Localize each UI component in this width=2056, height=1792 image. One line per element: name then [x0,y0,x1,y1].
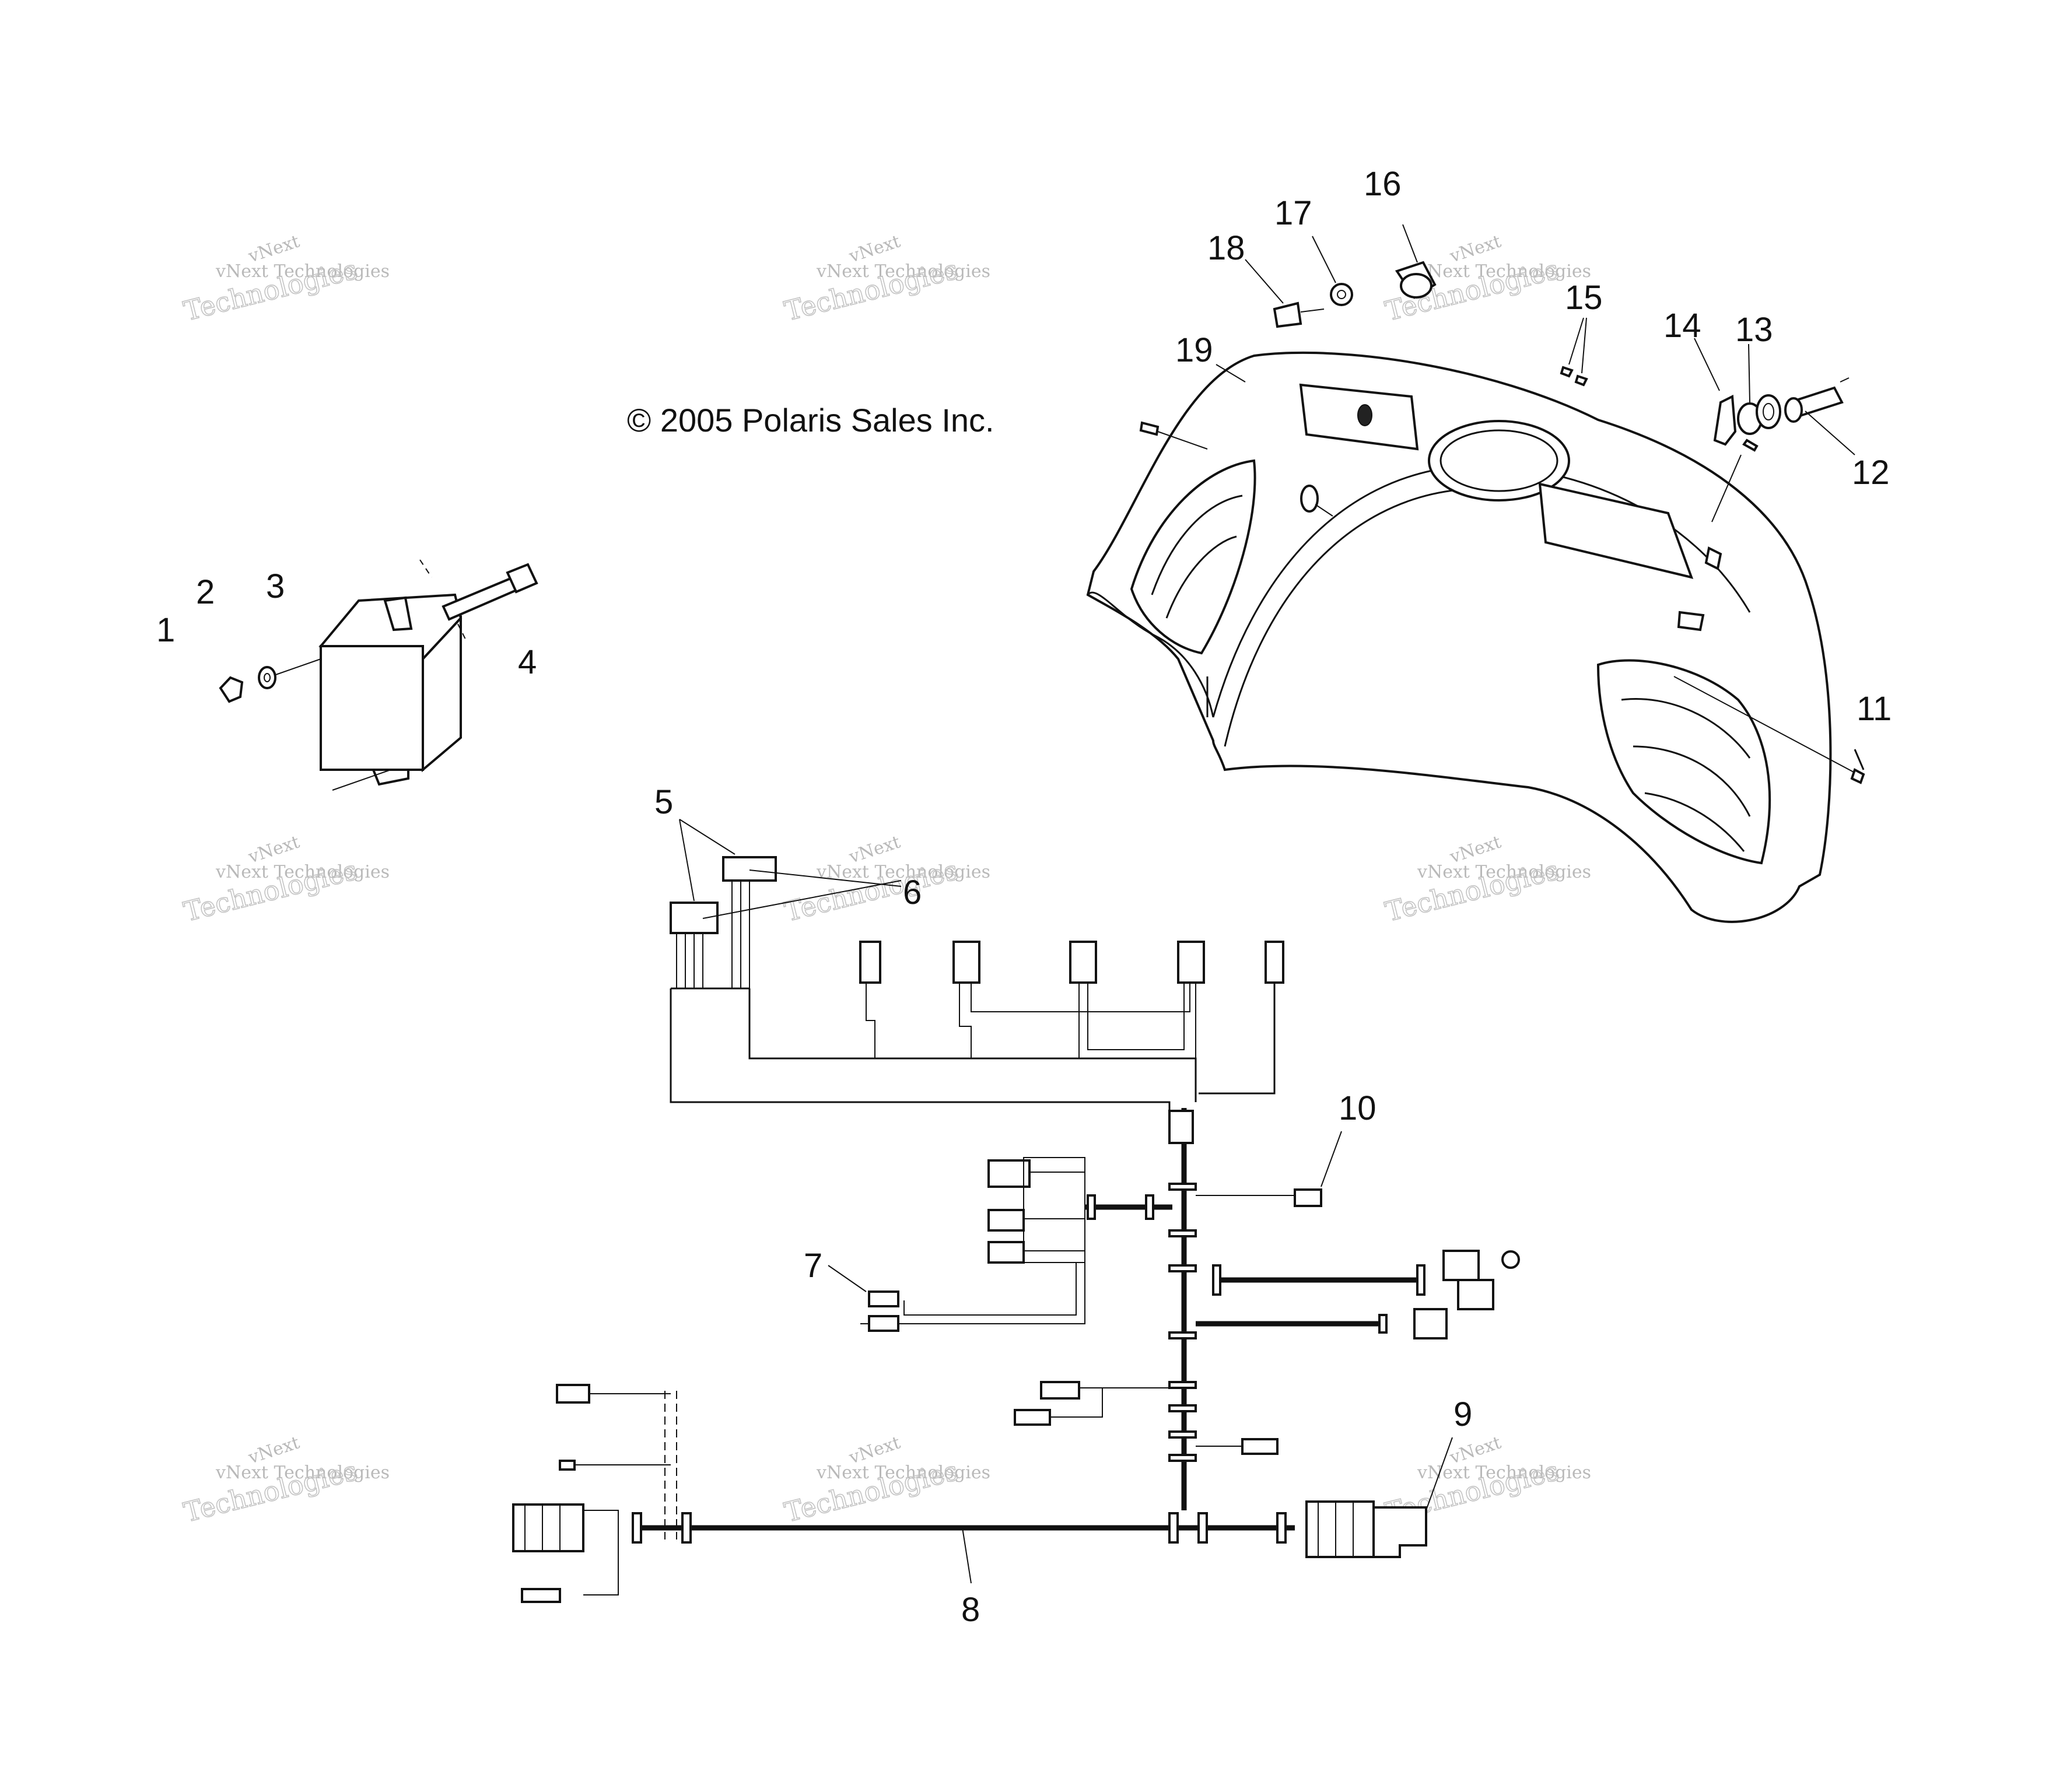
small-grommet [1300,485,1319,513]
leader-19 [1216,364,1246,383]
washer [258,666,276,689]
svg-text:vNext Technologies: vNext Technologies [816,261,990,282]
callout-4: 4 [518,643,537,681]
loom-inner-branch [748,988,1197,1102]
watermark-top-center: vNext vNext Technologies Technologies [781,232,990,328]
callout-10: 10 [1339,1089,1376,1127]
bolt-head [506,563,538,594]
switch-button [1704,546,1722,570]
watermark-mid-center: vNext vNext Technologies Technologies [781,832,990,928]
right-switch-slot [1538,482,1694,579]
relay-connector-1 [987,1159,1031,1188]
left-vent-pod [1130,459,1256,655]
top-lead-connector [556,1384,590,1404]
switch-nut [1330,283,1353,306]
module-assembly [219,559,538,791]
callout-3: 3 [266,567,285,605]
key-switch [1273,301,1302,328]
wiring-harness [512,819,1520,1603]
callout-6: 6 [903,874,922,911]
nut [219,676,244,703]
callout-15: 15 [1565,279,1603,317]
watermark-top-left: vNext vNext Technologies Technologies [180,232,390,328]
module-leader [332,769,391,791]
callout-5: 5 [654,783,673,821]
callout-1: 1 [156,611,175,649]
screw-top-left [1139,421,1160,436]
svg-text:vNext Technologies: vNext Technologies [215,862,390,882]
relay-connector-3 [987,1241,1025,1264]
bracket-tab [1677,611,1705,632]
callout-17: 17 [1274,194,1312,232]
connector-10 [1294,1188,1322,1207]
connector-right-1 [1442,1250,1480,1281]
copyright-notice: © 2005 Polaris Sales Inc. [627,402,994,439]
injector-connector-2 [952,941,980,984]
dash-panel-assembly [1086,351,1865,923]
relay-connector-2 [987,1209,1025,1232]
injector-connector-3 [1069,941,1097,984]
callout-19: 19 [1175,331,1213,369]
callout-14: 14 [1663,307,1701,345]
loom-right-branch [1199,980,1276,1095]
callout-16: 16 [1364,165,1402,203]
dash-inner-rim-2 [1224,489,1459,747]
callout-11: 11 [1857,690,1892,728]
switch-parts [1245,224,1855,522]
main-connector-left [512,1503,584,1552]
clip [1713,394,1737,446]
ring [1756,394,1781,429]
module-front-face [320,645,424,771]
watermark-bottom-left: vNext vNext Technologies Technologies [180,1433,390,1529]
callout-18: 18 [1207,229,1245,267]
callout-7: 7 [804,1247,822,1285]
svg-text:vNext Technologies: vNext Technologies [816,1463,990,1483]
screw-11 [1850,768,1865,784]
small-terminal [559,1460,576,1471]
callout-12: 12 [1852,454,1890,492]
trunk-clamps [1168,1183,1197,1462]
connector-5b [670,902,719,934]
connector-right-3 [1413,1308,1448,1339]
connector-7 [868,1290,899,1307]
callout-8: 8 [961,1591,980,1629]
injector-connector-5 [1265,941,1284,984]
callout-labels: 1 2 3 4 5 6 7 8 9 10 11 12 13 14 15 16 1… [156,165,1892,1629]
svg-text:vNext Technologies: vNext Technologies [215,261,390,282]
svg-text:vNext Technologies: vNext Technologies [1417,261,1591,282]
sensor-connector-1 [1040,1381,1080,1400]
switch-hole [1357,404,1372,426]
knob-face [1400,273,1432,299]
lead-connector-left [521,1588,561,1603]
svg-text:vNext Technologies: vNext Technologies [215,1463,390,1483]
fastener-axis [274,658,321,676]
pin [1742,439,1759,452]
gauge-opening [1428,420,1570,502]
right-vent-pod [1596,659,1771,865]
connector-5a [722,856,777,882]
module-mount-tab [383,596,413,632]
svg-text:vNext Technologies: vNext Technologies [1417,862,1591,882]
main-connector-right [1305,1500,1375,1558]
injector-connector-1 [859,941,881,984]
watermark-mid-left: vNext vNext Technologies Technologies [180,832,390,928]
watermark-mid-right: vNext vNext Technologies Technologies [1382,832,1591,928]
connector-7b [868,1315,899,1332]
module-bottom-tab [372,769,409,786]
svg-text:vNext Technologies: vNext Technologies [816,862,990,882]
svg-text:vNext Technologies: vNext Technologies [1417,1463,1591,1483]
sensor-connector-3 [1241,1438,1279,1455]
screw-15a [1560,366,1574,378]
screw-15b [1574,374,1588,387]
watermark-bottom-center: vNext vNext Technologies Technologies [781,1433,990,1529]
ring-terminal [1501,1250,1520,1269]
callout-9: 9 [1453,1395,1472,1433]
callout-13: 13 [1735,311,1773,349]
sensor-connector-2 [1014,1409,1051,1426]
connector-right-2 [1457,1279,1494,1310]
callout-2: 2 [196,573,215,611]
injector-connector-4 [1177,941,1205,984]
